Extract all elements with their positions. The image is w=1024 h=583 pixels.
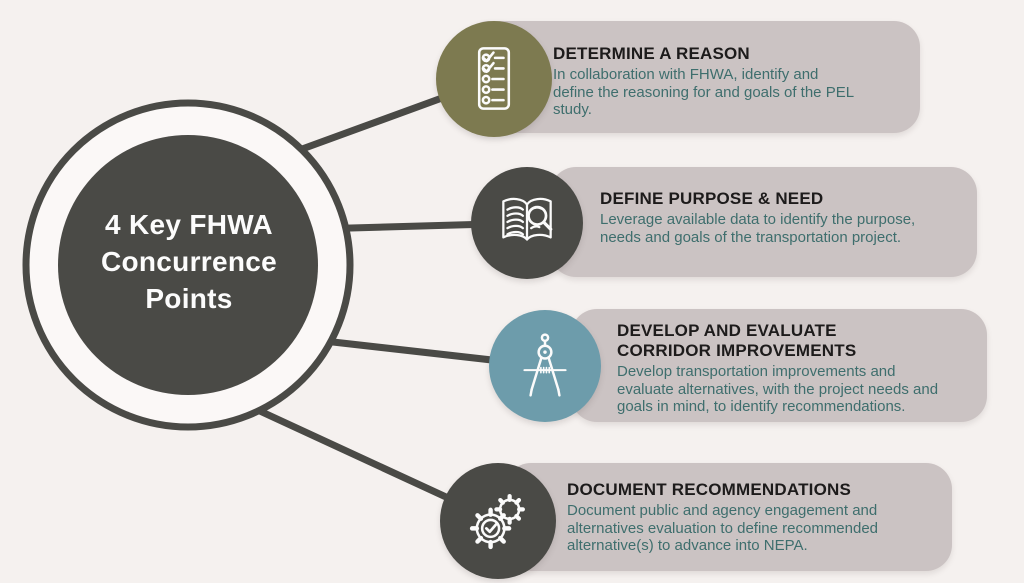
card-text-block: DEVELOP AND EVALUATE CORRIDOR IMPROVEMEN…: [617, 321, 979, 416]
card-determine-a-reason: DETERMINE A REASON In collaboration with…: [463, 21, 920, 133]
document-recommendations-circle: [440, 463, 556, 579]
develop-evaluate-circle: [489, 310, 601, 422]
book-magnifier-icon: [502, 197, 553, 241]
item-description: In collaboration with FHWA, identify and…: [553, 66, 854, 119]
card-text-block: DEFINE PURPOSE & NEED Leverage available…: [600, 189, 968, 246]
item-title: DOCUMENT RECOMMENDATIONS: [567, 480, 852, 499]
gears-check-icon: [469, 494, 525, 550]
card-text-block: DETERMINE A REASON In collaboration with…: [553, 44, 913, 119]
checklist-icon: [477, 47, 511, 110]
determine-reason-circle: [436, 21, 552, 137]
card-document-recommendations: DOCUMENT RECOMMENDATIONS Document public…: [505, 463, 952, 571]
item-title: DEFINE PURPOSE & NEED: [600, 189, 824, 208]
center-circle: [58, 135, 318, 395]
item-title: DEVELOP AND EVALUATE CORRIDOR IMPROVEMEN…: [617, 321, 857, 361]
item-description: Document public and agency engagement an…: [567, 502, 879, 555]
card-text-block: DOCUMENT RECOMMENDATIONS Document public…: [567, 480, 937, 555]
center-title: 4 Key FHWA Concurrence Points: [100, 209, 278, 314]
item-description: Leverage available data to identify the …: [600, 211, 916, 246]
define-purpose-circle: [471, 167, 583, 279]
item-description: Develop transportation improvements and …: [617, 363, 939, 416]
item-title: DETERMINE A REASON: [553, 44, 750, 63]
card-define-purpose-need: DEFINE PURPOSE & NEED Leverage available…: [550, 167, 977, 277]
drafting-compass-icon: [523, 333, 567, 397]
card-develop-evaluate-improvements: DEVELOP AND EVALUATE CORRIDOR IMPROVEMEN…: [571, 309, 987, 422]
